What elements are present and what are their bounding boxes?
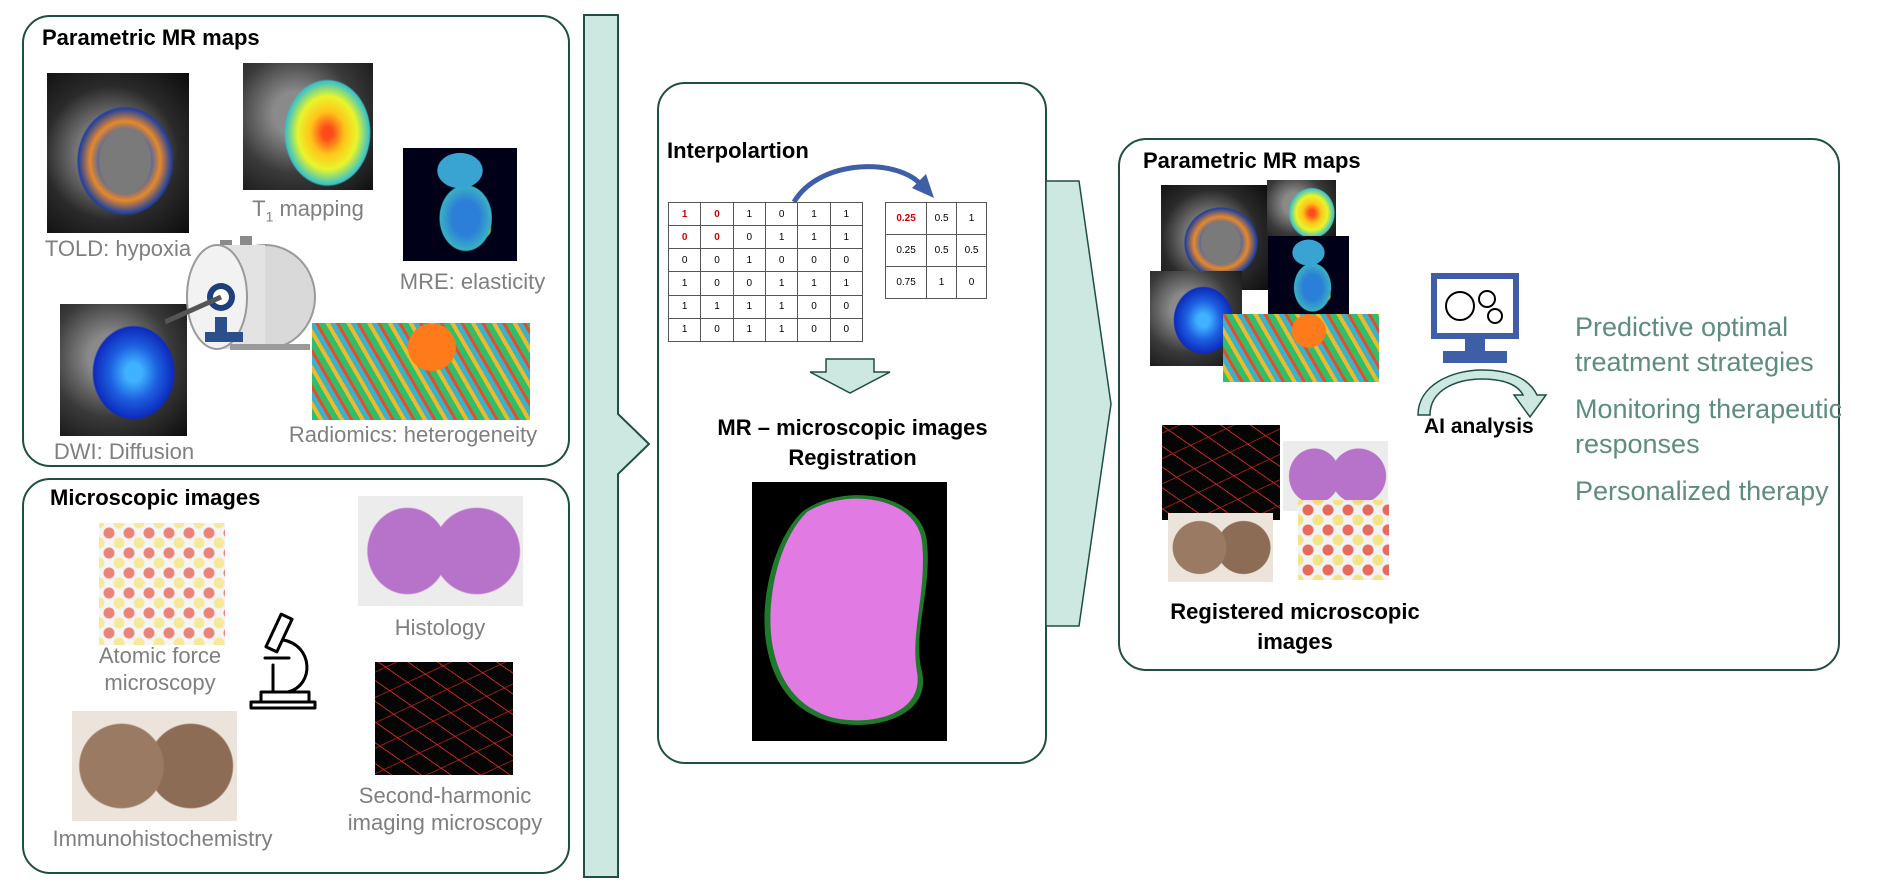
shg-image <box>375 662 513 775</box>
mre-caption: MRE: elasticity <box>399 269 546 294</box>
interpolation-curved-arrow <box>791 164 934 204</box>
right-panel-title: Parametric MR maps <box>1143 148 1361 173</box>
down-arrow <box>809 358 891 394</box>
mri-scanner-icon <box>165 236 316 350</box>
radiomics-heterogeneity-image <box>312 323 530 420</box>
ai-curved-arrow <box>1417 369 1548 419</box>
mre-elasticity-image <box>403 148 517 261</box>
immunohistochemistry-image <box>72 711 237 821</box>
microscope-icon <box>249 612 317 710</box>
ihc-caption: Immunohistochemistry <box>52 826 273 851</box>
panel-title-microscopic: Microscopic images <box>50 485 261 510</box>
flow-arrow-left <box>583 14 651 878</box>
t1-caption: T1 mapping <box>252 196 364 225</box>
dwi-caption: DWI: Diffusion <box>53 439 195 464</box>
dwi-diffusion-image <box>60 304 187 436</box>
panel-title-mr-maps: Parametric MR maps <box>42 25 260 50</box>
tissue-overlay-shape <box>764 495 928 725</box>
ai-analysis-label: AI analysis <box>1424 415 1534 438</box>
collage-mre-map <box>1268 236 1349 319</box>
collage-shg-image <box>1162 425 1280 520</box>
t1-mapping-image <box>243 63 373 190</box>
afm-image <box>99 523 225 645</box>
told-caption: TOLD: hypoxia <box>44 236 192 261</box>
collage-t1-map <box>1267 180 1336 240</box>
ai-monitor-icon <box>1431 273 1519 363</box>
collage-ihc-image <box>1168 513 1273 582</box>
told-hypoxia-image <box>47 73 189 233</box>
interpolation-title: Interpolartion <box>667 138 809 163</box>
radiomics-caption: Radiomics: heterogeneity <box>288 422 538 447</box>
collage-radiomics-map <box>1223 314 1379 382</box>
outcome-personalized: Personalized therapy <box>1575 476 1829 506</box>
collage-afm-image <box>1298 500 1389 580</box>
histology-image <box>358 496 523 606</box>
collage-histology-image <box>1283 441 1388 511</box>
flow-arrow-right <box>1045 180 1112 627</box>
registered-overlay-image <box>752 482 947 741</box>
histology-caption: Histology <box>394 615 486 640</box>
